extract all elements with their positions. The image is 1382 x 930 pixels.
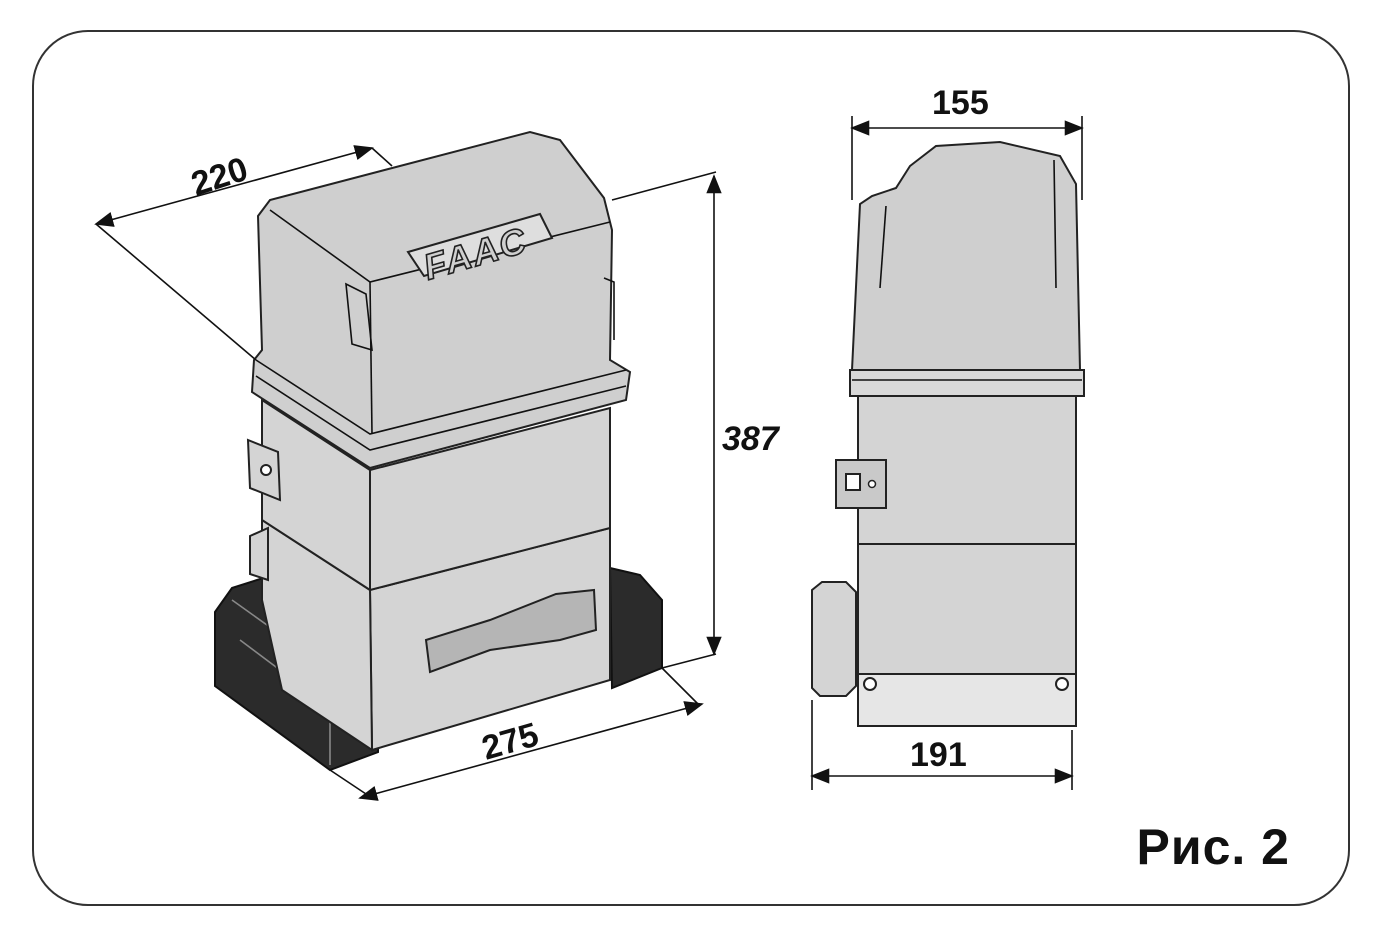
dimension-depth-label: 220 <box>187 150 253 204</box>
dimension-height-label: 387 <box>722 420 781 458</box>
front-cable-gland <box>811 581 857 697</box>
front-upper-body <box>857 395 1077 545</box>
front-cover <box>850 140 1082 371</box>
dimension-height: 387 <box>611 171 781 669</box>
logo-plaque <box>406 212 554 278</box>
right-foot <box>608 566 663 690</box>
front-view <box>811 140 1085 727</box>
dimension-length-label: 275 <box>478 716 543 768</box>
figure-caption: Рис. 2 <box>1136 819 1290 875</box>
front-base-plate <box>857 673 1077 727</box>
cable-gland <box>249 526 269 582</box>
front-cover-rim <box>849 369 1085 397</box>
dimension-top-width-label: 155 <box>932 84 989 122</box>
dimension-base-width: 191 <box>810 700 1074 790</box>
dimension-top-width: 155 <box>850 84 1084 200</box>
front-lower-body <box>857 543 1077 675</box>
dimension-base-width-label: 191 <box>910 736 967 774</box>
isometric-view: FAAC <box>214 130 663 772</box>
rack-slot <box>424 588 598 674</box>
